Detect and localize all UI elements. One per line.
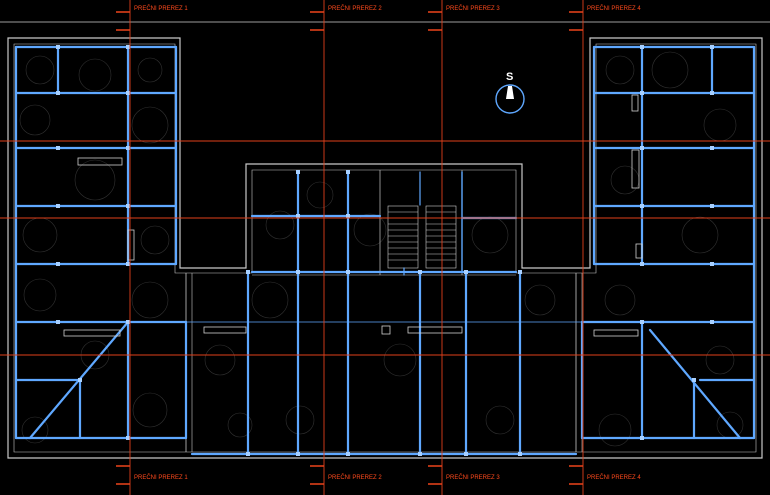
building-outline [0,21,770,459]
section-1-label-top: PREČNI PREREZ 1 [134,5,188,12]
section-markers [116,11,583,485]
wall-openings [63,94,643,337]
structural-nodes [56,45,714,456]
section-4-label-top: PREČNI PREREZ 4 [587,5,641,12]
north-label: S [506,71,513,83]
section-3-label-bottom: PREČNI PREREZ 3 [446,474,500,481]
section-2-label-top: PREČNI PREREZ 2 [328,5,382,12]
north-arrow-icon: S [495,71,525,114]
section-4-label-bottom: PREČNI PREREZ 4 [587,474,641,481]
section-3-label-top: PREČNI PREREZ 3 [446,5,500,12]
section-2-label-bottom: PREČNI PREREZ 2 [328,474,382,481]
staircase [387,205,457,269]
section-1-label-bottom: PREČNI PREREZ 1 [134,474,188,481]
structural-grid [14,45,756,456]
